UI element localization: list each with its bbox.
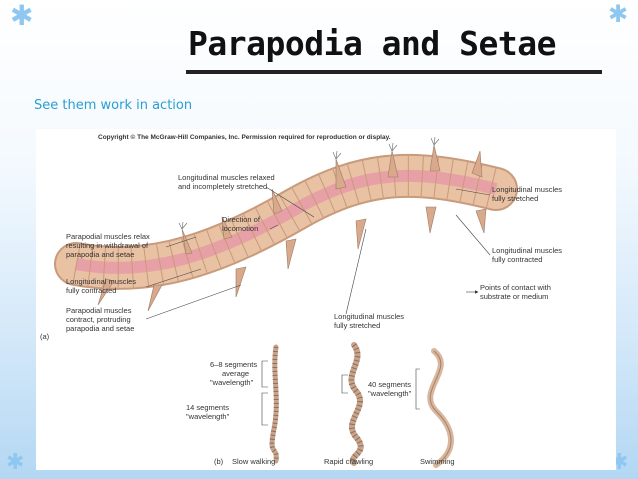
panel-b-label: (b) <box>214 457 224 466</box>
label-seg1-3: "wavelength" <box>210 378 254 387</box>
parapodia-figure: Copyright © The McGraw-Hill Companies, I… <box>36 129 616 470</box>
label-points-contact-2: substrate or medium <box>480 292 548 301</box>
title-underline <box>186 70 602 74</box>
label-right-contracted-2: fully contracted <box>492 255 542 264</box>
star-decoration-icon: ✱ <box>608 0 629 28</box>
label-direction: Direction of <box>222 215 261 224</box>
label-longitudinal-contracted-2: fully contracted <box>66 286 116 295</box>
star-decoration-icon: ✱ <box>6 450 25 475</box>
label-seg1-2: average <box>222 369 249 378</box>
label-right-stretched: Longitudinal muscles <box>492 185 562 194</box>
label-longitudinal-stretched-2: fully stretched <box>334 321 380 330</box>
star-decoration-icon: ✱ <box>10 0 34 32</box>
label-right-stretched-2: fully stretched <box>492 194 538 203</box>
mode-swimming: Swimming <box>420 457 455 466</box>
label-points-contact: Points of contact with <box>480 283 551 292</box>
label-direction-2: locomotion <box>222 224 258 233</box>
worm-panel-a <box>54 136 518 312</box>
label-relaxed-2: and incompletely stretched <box>178 182 267 191</box>
label-seg3-2: "wavelength" <box>368 389 412 398</box>
worm-locomotion-diagram: Copyright © The McGraw-Hill Companies, I… <box>40 133 562 468</box>
copyright-notice: Copyright © The McGraw-Hill Companies, I… <box>98 133 391 141</box>
label-parapodial-contract-3: parapodia and setae <box>66 324 134 333</box>
label-seg2: 14 segments <box>186 403 229 412</box>
label-relaxed: Longitudinal muscles relaxed <box>178 173 275 182</box>
label-parapodial-contract-2: contract, protruding <box>66 315 131 324</box>
label-longitudinal-stretched: Longitudinal muscles <box>334 312 404 321</box>
label-parapodial-relax-2: resulting in withdrawal of <box>66 241 149 250</box>
label-seg3: 40 segments <box>368 380 411 389</box>
see-them-work-link[interactable]: See them work in action <box>34 98 193 113</box>
label-longitudinal-contracted: Longitudinal muscles <box>66 277 136 286</box>
label-parapodial-contract: Parapodial muscles <box>66 306 132 315</box>
mode-slow-walking: Slow walking <box>232 457 275 466</box>
panel-a-label: (a) <box>40 332 50 341</box>
label-parapodial-relax-3: parapodia and setae <box>66 250 134 259</box>
label-parapodial-relax: Parapodial muscles relax <box>66 232 150 241</box>
worm-panel-b <box>261 342 454 468</box>
label-seg1: 6–8 segments <box>210 360 257 369</box>
mode-rapid-crawling: Rapid crawling <box>324 457 373 466</box>
label-right-contracted: Longitudinal muscles <box>492 246 562 255</box>
slide-title: Parapodia and Setae <box>188 24 557 63</box>
label-seg2-2: "wavelength" <box>186 412 230 421</box>
